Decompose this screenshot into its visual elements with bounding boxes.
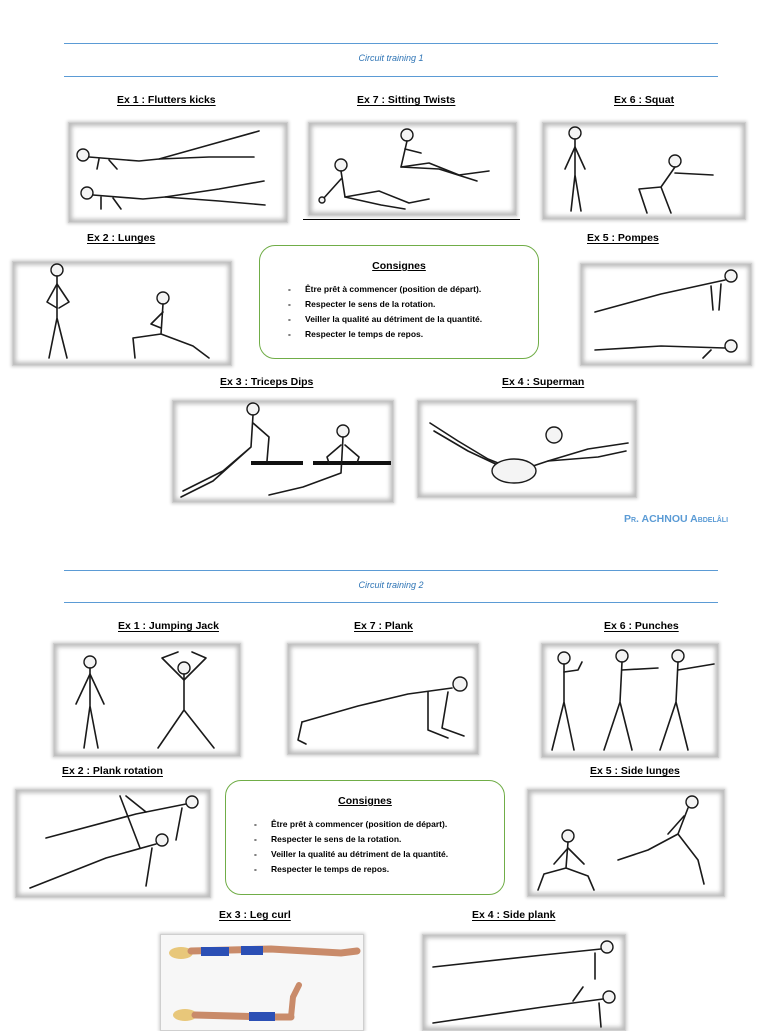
c1-ex7-label: Ex 7 : Sitting Twists [357,94,456,106]
c1-ex4-image [417,400,637,498]
c1-consigne-item: Être prêt à commencer (position de dépar… [288,282,538,297]
side-plank-icon [432,940,616,1028]
c2-ex5-image [527,789,725,897]
c1-ex5-label: Ex 5 : Pompes [587,232,659,244]
squat-icon [564,126,714,214]
push-up-icon [594,269,738,359]
author-credit: Pr. ACHNOU Abdelâli [624,513,729,525]
circuit2-title: Circuit training 2 [358,580,424,590]
c2-ex3-label: Ex 3 : Leg curl [219,909,291,921]
circuit1-bottom-rule [64,76,718,77]
circuit1-top-rule [64,43,718,44]
c2-consigne-item: Veiller la qualité au détriment de la qu… [254,847,504,862]
circuit2-bottom-rule [64,602,718,603]
superman-icon [429,422,629,484]
c2-consignes-box: Consignes Être prêt à commencer (positio… [225,780,505,895]
c2-ex4-label: Ex 4 : Side plank [472,909,556,921]
c1-ex2-label: Ex 2 : Lunges [87,232,156,244]
side-lunges-icon [537,795,705,891]
circuit1-title: Circuit training 1 [358,53,424,63]
c1-consignes-title: Consignes [372,260,426,272]
c2-ex6-label: Ex 6 : Punches [604,620,679,632]
sitting-twists-icon [318,128,490,210]
plank-rotation-icon [29,795,199,889]
c1-ex5-image [580,263,752,366]
c1-ex7-image [308,122,517,216]
c2-consignes-title: Consignes [338,795,392,807]
c1-ex6-label: Ex 6 : Squat [614,94,675,106]
triceps-dips-icon [180,402,391,498]
plank-icon [297,676,468,745]
c2-consigne-item: Être prêt à commencer (position de dépar… [254,817,504,832]
c1-consigne-item: Respecter le temps de repos. [288,327,538,342]
c2-consignes-list: Être prêt à commencer (position de dépar… [226,817,504,877]
c2-ex7-label: Ex 7 : Plank [354,620,413,632]
c1-consigne-item: Respecter le sens de la rotation. [288,297,538,312]
c2-consigne-item: Respecter le sens de la rotation. [254,832,504,847]
jumping-jack-icon [75,651,215,749]
c2-ex1-image [53,643,241,757]
c1-ex1-image [68,122,288,223]
flutter-kicks-icon [76,130,266,210]
c1-ex1-label: Ex 1 : Flutters kicks [117,94,216,106]
c1-consignes-box: Consignes Être prêt à commencer (positio… [259,245,539,359]
c1-ex6-image [542,122,746,220]
circuit2-top-rule [64,570,718,571]
c1-ex3-image [172,400,394,503]
c1-ex7-underline [303,219,520,220]
c1-ex2-image [12,261,232,366]
c2-ex2-label: Ex 2 : Plank rotation [62,765,163,777]
c1-ex3-label: Ex 3 : Triceps Dips [220,376,314,388]
c2-ex6-image [541,643,719,758]
c2-ex5-label: Ex 5 : Side lunges [590,765,680,777]
c2-ex3-image [160,934,364,1031]
c1-consignes-list: Être prêt à commencer (position de dépar… [260,282,538,342]
c1-ex4-label: Ex 4 : Superman [502,376,585,388]
leg-curl-icon [161,935,363,1030]
c2-ex2-image [15,789,211,898]
punches-icon [551,649,715,751]
c2-ex7-image [287,643,479,755]
c2-ex1-label: Ex 1 : Jumping Jack [118,620,219,632]
c1-consigne-item: Veiller la qualité au détriment de la qu… [288,312,538,327]
c2-ex4-image [422,934,626,1031]
lunges-icon [46,263,210,359]
c2-consigne-item: Respecter le temps de repos. [254,862,504,877]
